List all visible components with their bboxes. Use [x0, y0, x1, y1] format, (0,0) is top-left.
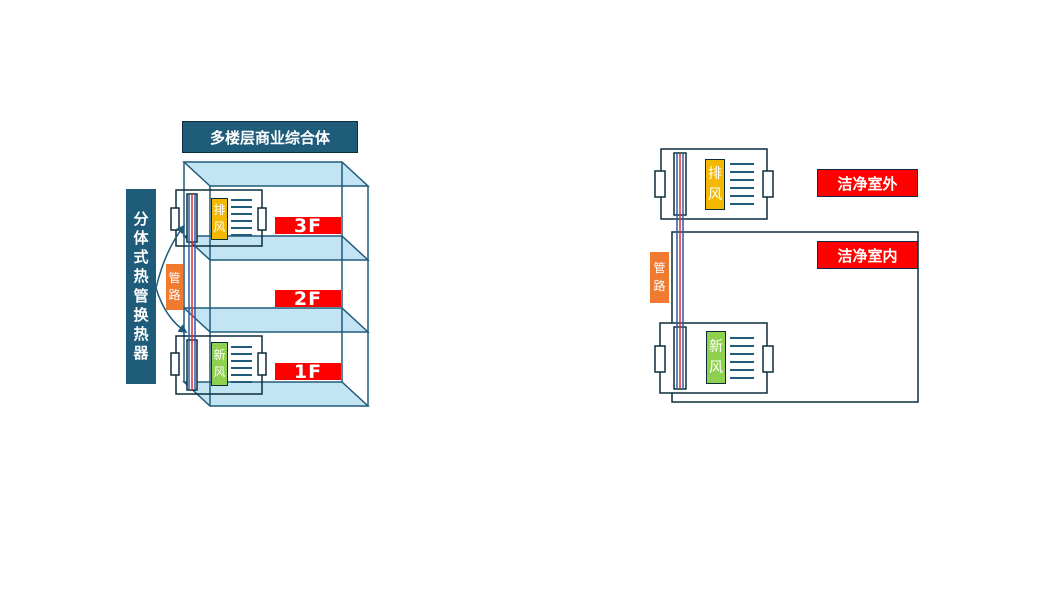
exhaust-char: 风	[708, 186, 722, 203]
connector-arrows	[155, 224, 188, 333]
vertical-char: 热	[133, 267, 149, 286]
pipe-char: 路	[168, 288, 181, 302]
floor-label-1f: 1F	[275, 361, 341, 383]
right-pipe-label: 管 路	[650, 252, 669, 303]
cleanroom-boundary	[671, 231, 919, 403]
pipe-char: 管	[168, 270, 181, 285]
right-fresh-label: 新 风	[706, 331, 726, 384]
right-exhaust-fins	[730, 163, 754, 205]
vertical-char: 管	[133, 286, 149, 305]
left-fresh-fins	[231, 346, 252, 383]
fresh-char: 新	[709, 339, 723, 356]
slab-roof	[182, 161, 370, 187]
building-edges	[183, 162, 369, 406]
left-heat-pipe	[188, 194, 196, 390]
left-exhaust-fins	[231, 199, 252, 236]
right-exhaust-label: 排 风	[705, 159, 725, 210]
building-title: 多楼层商业综合体	[182, 121, 358, 153]
fresh-char: 风	[709, 359, 723, 376]
right-fresh-fins	[730, 337, 754, 379]
left-fresh-label: 新 风	[211, 342, 228, 386]
fresh-char: 新	[213, 347, 226, 362]
exhaust-char: 风	[213, 220, 226, 234]
left-exhaust-label: 排 风	[211, 198, 228, 240]
vertical-char: 器	[133, 344, 149, 363]
floor-label-2f: 2F	[275, 288, 341, 310]
left-pipe-label: 管 路	[166, 264, 183, 310]
fresh-char: 风	[213, 365, 226, 379]
outside-cleanroom-label: 洁净室外	[817, 169, 918, 197]
pipe-char: 路	[653, 278, 666, 293]
vertical-char: 换	[133, 305, 149, 324]
pipe-char: 管	[653, 261, 666, 276]
vertical-char: 体	[133, 228, 149, 247]
inside-cleanroom-label: 洁净室内	[817, 241, 918, 269]
slab-2f	[182, 307, 370, 333]
heat-exchanger-label: 分 体 式 热 管 换 热 器	[126, 189, 156, 384]
right-heat-pipe	[676, 154, 684, 388]
exhaust-char: 排	[213, 202, 226, 217]
vertical-char: 式	[133, 248, 149, 267]
exhaust-char: 排	[708, 166, 722, 183]
vertical-char: 分	[133, 209, 149, 228]
floor-label-3f: 3F	[275, 215, 341, 237]
vertical-char: 热	[133, 324, 149, 343]
